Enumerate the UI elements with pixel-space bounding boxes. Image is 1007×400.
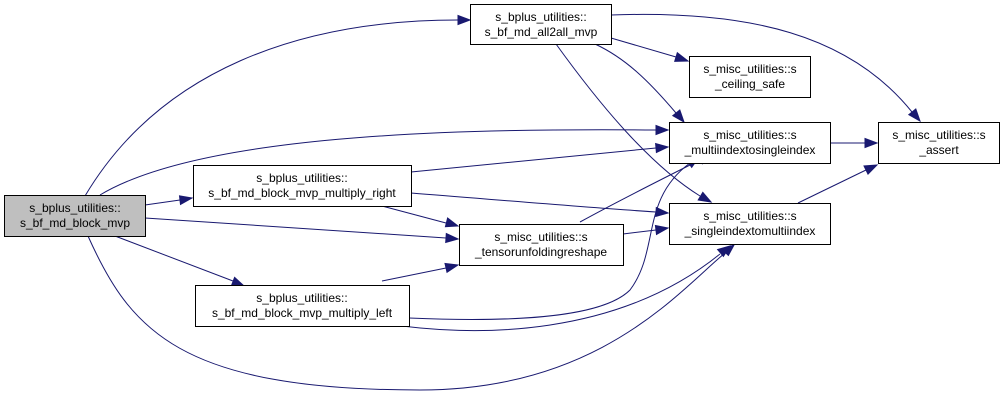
edge-right-to-multi2single	[410, 142, 670, 173]
node-s-bf-md-block-mvp-multiply-left[interactable]: s_bplus_utilities:: s_bf_md_block_mvp_mu…	[195, 285, 410, 327]
edge-single2multi-to-assert	[797, 164, 879, 204]
node-line1: s_misc_utilities::s	[703, 62, 796, 76]
node-line1: s_bplus_utilities::	[495, 10, 586, 24]
node-s-bf-md-block-mvp-multiply-right[interactable]: s_bplus_utilities:: s_bf_md_block_mvp_mu…	[193, 165, 412, 207]
node-s-multiindextosingleindex[interactable]: s_misc_utilities::s _multiindextosinglei…	[669, 122, 831, 164]
edge-root-to-all2all	[84, 14, 472, 197]
node-line1: s_bplus_utilities::	[29, 201, 120, 215]
edge-all2all-to-multi2single	[594, 43, 685, 124]
edge-right-to-tensor	[381, 205, 460, 228]
node-s-bf-md-block-mvp[interactable]: s_bplus_utilities:: s_bf_md_block_mvp	[4, 195, 146, 237]
node-line2: _ceiling_safe	[714, 77, 785, 91]
node-line1: s_bplus_utilities::	[256, 291, 347, 305]
node-line1: s_misc_utilities::s	[703, 209, 796, 223]
edge-root-to-single2multi	[87, 235, 736, 391]
edge-all2all-to-ceiling	[610, 37, 690, 62]
edge-all2all-to-single2multi	[555, 43, 713, 203]
node-s-singleindextomultiindex[interactable]: s_misc_utilities::s _singleindextomultii…	[669, 203, 831, 245]
node-line1: s_misc_utilities::s	[703, 128, 796, 142]
edge-multi2single-to-assert	[830, 137, 879, 149]
node-line1: s_misc_utilities::s	[494, 230, 587, 244]
node-s-tensorunfoldingreshape[interactable]: s_misc_utilities::s _tensorunfoldingresh…	[459, 224, 624, 266]
node-line1: s_misc_utilities::s	[892, 128, 985, 142]
edge-left-to-tensor	[381, 262, 460, 282]
edge-root-to-multi2single	[99, 124, 670, 196]
node-line2: _multiindextosingleindex	[684, 143, 816, 157]
edge-root-to-tensor	[144, 217, 460, 244]
node-s-assert[interactable]: s_misc_utilities::s _assert	[878, 122, 1000, 164]
node-line2: s_bf_md_block_mvp	[20, 216, 130, 230]
node-s-bf-md-all2all-mvp[interactable]: s_bplus_utilities:: s_bf_md_all2all_mvp	[470, 4, 612, 45]
node-line2: s_bf_md_block_mvp_multiply_left	[212, 306, 393, 320]
edge-left-to-single2multi	[374, 245, 732, 332]
node-line2: _assert	[918, 143, 959, 157]
node-s-ceiling-safe[interactable]: s_misc_utilities::s _ceiling_safe	[689, 56, 811, 98]
edge-root-to-left	[114, 235, 246, 287]
node-line1: s_bplus_utilities::	[256, 171, 347, 185]
node-line2: s_bf_md_all2all_mvp	[485, 25, 598, 39]
edge-all2all-to-assert	[610, 13, 921, 123]
node-line2: s_bf_md_block_mvp_multiply_right	[208, 186, 396, 200]
edge-root-to-right	[144, 195, 194, 206]
node-line2: _tensorunfoldingreshape	[474, 245, 607, 259]
edge-right-to-single2multi	[410, 192, 670, 218]
edge-tensor-to-single2multi	[622, 224, 670, 236]
node-line2: _singleindextomultiindex	[684, 224, 816, 238]
